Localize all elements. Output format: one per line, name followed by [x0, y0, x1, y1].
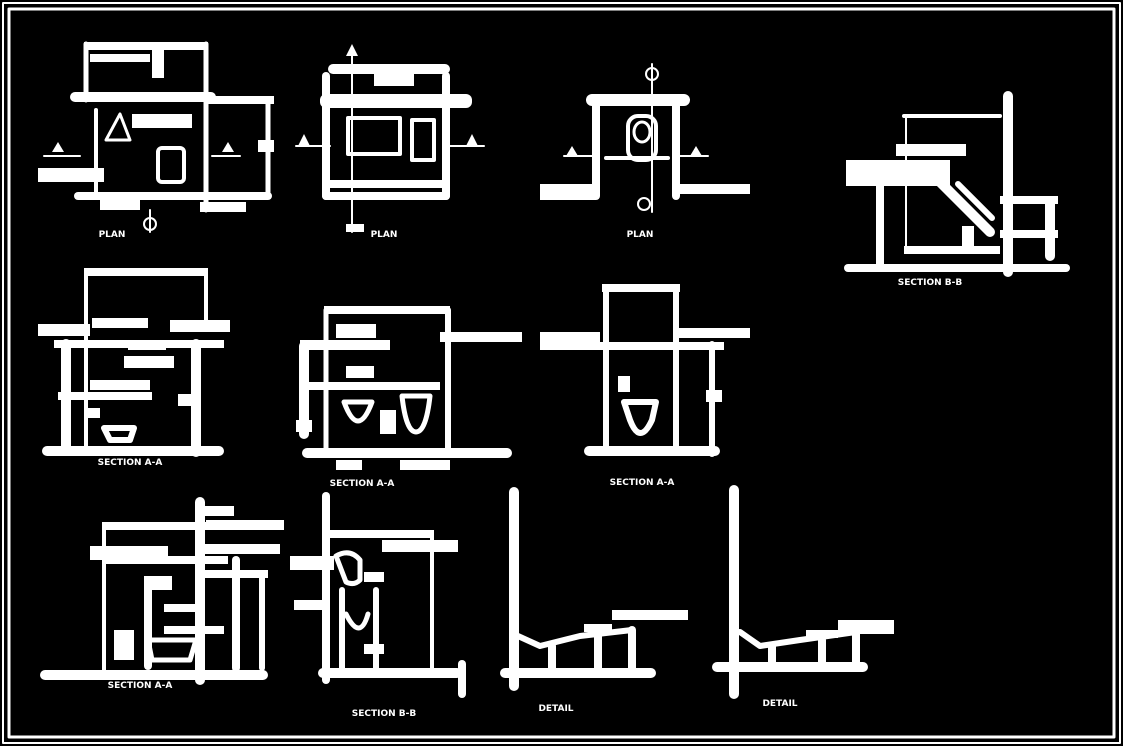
view-caption: DETAIL: [538, 704, 573, 714]
view-caption: PLAN: [627, 230, 654, 240]
section-bb-view-2: SECTION B-B: [290, 492, 466, 719]
view-caption: SECTION A-A: [108, 681, 173, 691]
plan-view-2: PLAN: [295, 44, 485, 240]
detail-view-2: DETAIL: [712, 485, 894, 709]
view-caption: SECTION A-A: [330, 479, 395, 489]
view-caption: SECTION A-A: [610, 478, 675, 488]
view-caption: SECTION B-B: [352, 709, 417, 719]
view-caption: SECTION A-A: [98, 458, 163, 468]
section-aa-view-3: SECTION A-A: [540, 284, 750, 488]
plan-view-1: PLAN: [38, 41, 274, 240]
view-caption: PLAN: [99, 230, 126, 240]
detail-view-1: DETAIL: [500, 487, 688, 714]
view-caption: PLAN: [371, 230, 398, 240]
view-caption: SECTION B-B: [898, 278, 963, 288]
view-caption: DETAIL: [762, 699, 797, 709]
section-bb-view-1: SECTION B-B: [844, 91, 1070, 288]
section-aa-view-2: SECTION A-A: [296, 306, 522, 489]
section-aa-view-1: SECTION A-A: [38, 268, 230, 468]
plan-view-3: PLAN: [540, 63, 750, 240]
section-aa-view-4: SECTION A-A: [40, 497, 284, 691]
